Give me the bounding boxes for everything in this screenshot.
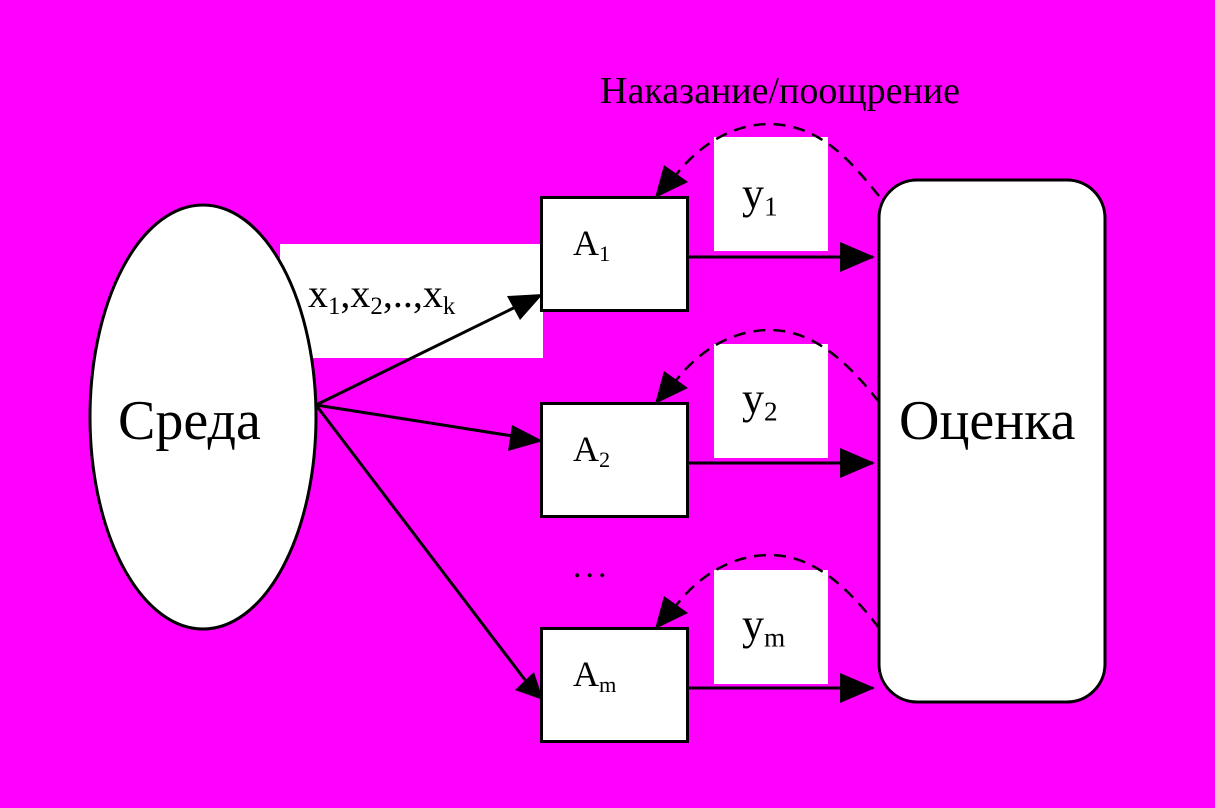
agent-box-2 [540, 402, 689, 518]
agent-sub-1: 1 [599, 241, 611, 267]
output-arrowheads [840, 242, 875, 703]
input-sep-2: , [382, 271, 393, 316]
feedback-curve-1 [666, 122, 880, 197]
environment-label: Среда [118, 390, 261, 452]
input-x-k: x [422, 271, 443, 316]
agent-label-1: A1 [573, 225, 610, 266]
arrowhead-output-2 [840, 448, 875, 478]
output-letter-1: y [742, 169, 764, 218]
feedback-arrowhead-2 [655, 371, 688, 404]
input-x-2: x [350, 271, 371, 316]
input-sub-2: 2 [370, 292, 383, 320]
output-label-box-m [714, 570, 828, 684]
arrow-to-agent-2 [315, 403, 539, 444]
input-x-1: x [308, 271, 328, 316]
input-arrows [314, 294, 540, 698]
arrowhead-output-m [840, 673, 875, 703]
inputs-label: x1,x2,..,xk [308, 274, 455, 320]
input-sub-1: 1 [328, 292, 341, 320]
agent-sub-2: 2 [599, 447, 611, 473]
input-dots: .. [392, 271, 413, 316]
agent-letter-1: A [573, 223, 599, 263]
input-sep-3: , [412, 271, 423, 316]
evaluator-box [877, 178, 1107, 704]
agent-letter-m: A [573, 654, 599, 694]
arrow-to-agent-1 [315, 294, 539, 407]
feedback-curve-m [666, 553, 880, 629]
feedback-arrowheads [655, 165, 688, 629]
output-letter-m: y [742, 600, 764, 649]
output-sub-m: m [764, 622, 786, 653]
agent-sub-m: m [599, 672, 617, 698]
input-sub-k: k [442, 292, 456, 320]
agent-box-1 [540, 196, 689, 312]
arrowhead-agent-m [515, 672, 543, 700]
output-letter-2: y [742, 374, 764, 423]
evaluator-label: Оценка [899, 390, 1076, 452]
output-label-m: ym [742, 603, 785, 652]
arrowhead-agent-1 [507, 294, 543, 320]
agents-ellipsis: ... [573, 548, 611, 585]
arrowhead-agent-2 [508, 425, 543, 451]
input-sep-1: , [340, 271, 351, 316]
feedback-curve-2 [666, 328, 880, 403]
output-sub-1: 1 [764, 191, 778, 222]
agent-box-m [540, 627, 689, 743]
arrow-to-agent-m [314, 404, 540, 698]
environment-ellipse [88, 203, 318, 631]
agent-letter-2: A [573, 429, 599, 469]
inputs-label-box [280, 244, 543, 358]
output-label-box-1 [714, 137, 828, 251]
feedback-arrowhead-1 [655, 165, 688, 198]
arrowhead-output-1 [840, 242, 875, 272]
output-sub-2: 2 [764, 396, 778, 427]
output-label-1: y1 [742, 172, 778, 221]
input-arrowheads [507, 294, 543, 700]
agent-label-2: A2 [573, 431, 610, 472]
feedback-arrowhead-m [655, 596, 688, 629]
agent-label-m: Am [573, 656, 616, 697]
output-label-box-2 [714, 344, 828, 458]
output-label-2: y2 [742, 377, 778, 426]
feedback-title: Наказание/поощрение [600, 70, 961, 112]
feedback-curves [666, 122, 880, 629]
